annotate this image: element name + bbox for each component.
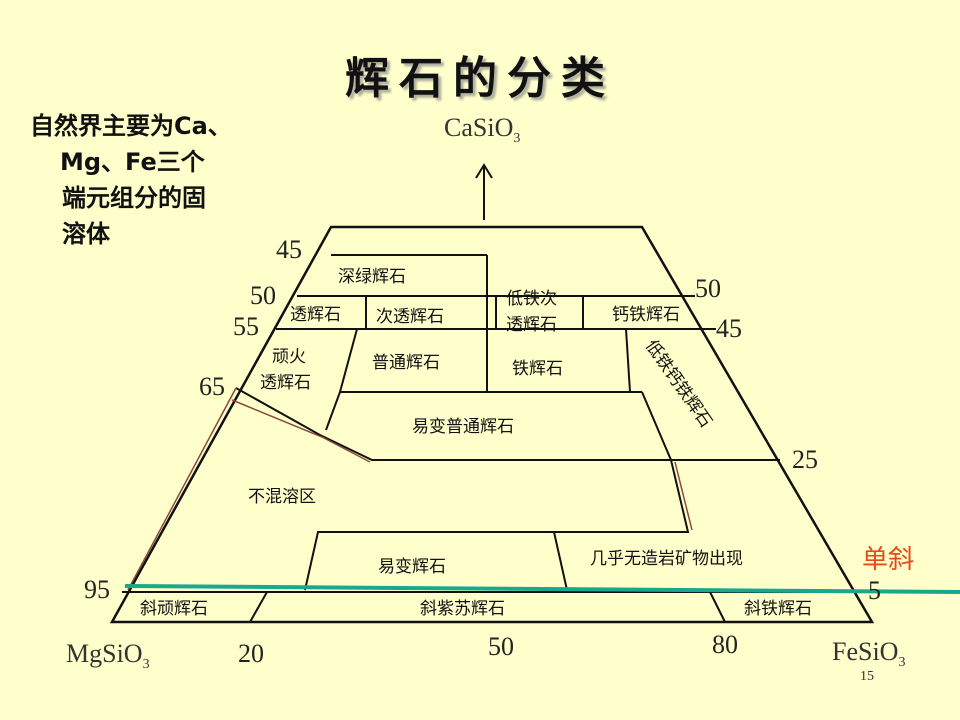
field-label: 铁辉石 bbox=[512, 359, 563, 379]
monoclinic-label: 单斜 bbox=[862, 545, 914, 575]
boundary-line bbox=[304, 459, 690, 591]
field-label: 斜紫苏辉石 bbox=[420, 599, 505, 619]
endmember-formula: CaSiO bbox=[444, 113, 513, 142]
boundary-line bbox=[127, 387, 237, 591]
endmember-casio3: CaSiO3 bbox=[444, 113, 520, 146]
boundary-line bbox=[231, 399, 371, 463]
field-label: 透辉石 bbox=[290, 305, 341, 325]
endmember-fesio3: FeSiO3 bbox=[832, 637, 905, 670]
left-tick-label: 50 bbox=[250, 281, 276, 310]
field-label: 次透辉石 bbox=[376, 307, 444, 327]
note-line: 溶体 bbox=[62, 220, 110, 248]
field-label: 易变普通辉石 bbox=[412, 417, 514, 437]
boundary-line bbox=[709, 591, 726, 623]
field-label: 普通辉石 bbox=[372, 353, 440, 373]
field-label: 易变辉石 bbox=[378, 557, 446, 577]
boundary-line bbox=[674, 461, 693, 531]
field-label: 斜顽辉石 bbox=[140, 599, 208, 619]
endmember-subscript: 3 bbox=[513, 131, 520, 146]
endmember-subscript: 3 bbox=[898, 655, 905, 670]
field-label: 斜铁辉石 bbox=[744, 599, 812, 619]
endmember-formula: MgSiO bbox=[66, 639, 143, 668]
endmember-subscript: 3 bbox=[143, 657, 150, 672]
page-number: 15 bbox=[860, 669, 874, 684]
bottom-tick-label: 20 bbox=[238, 639, 264, 668]
field-label: 深绿辉石 bbox=[338, 267, 406, 287]
right-tick-label: 25 bbox=[792, 445, 818, 474]
right-tick-label: 50 bbox=[695, 274, 721, 303]
note-line: 自然界主要为Ca、 bbox=[30, 112, 232, 140]
note-line: Mg、Fe三个 bbox=[60, 148, 205, 176]
left-tick-label: 55 bbox=[233, 312, 259, 341]
field-label: 低铁次 bbox=[506, 289, 557, 309]
field-label: 几乎无造岩矿物出现 bbox=[590, 549, 743, 569]
boundary-line bbox=[325, 328, 358, 431]
endmember-formula: FeSiO bbox=[832, 637, 898, 666]
field-label: 顽火 bbox=[272, 347, 306, 367]
field-label: 透辉石 bbox=[260, 373, 311, 393]
endmember-mgsio3: MgSiO3 bbox=[66, 639, 150, 672]
monoclinic-line bbox=[124, 584, 960, 594]
note-line: 端元组分的固 bbox=[62, 184, 206, 212]
boundary-line bbox=[235, 387, 671, 461]
left-tick-label: 65 bbox=[199, 372, 225, 401]
left-tick-label: 45 bbox=[276, 235, 302, 264]
field-label: 钙铁辉石 bbox=[612, 305, 680, 325]
field-label: 透辉石 bbox=[506, 315, 557, 335]
field-label: 不混溶区 bbox=[248, 487, 316, 507]
boundary-line bbox=[249, 591, 268, 623]
trapezoid-outline bbox=[109, 225, 875, 624]
right-tick-label: 5 bbox=[868, 576, 881, 605]
bottom-tick-label: 80 bbox=[712, 630, 738, 659]
page-title: 辉石的分类 bbox=[345, 53, 615, 104]
right-tick-label: 45 bbox=[716, 314, 742, 343]
boundary-line bbox=[625, 328, 631, 393]
description-note: 自然界主要为Ca、 Mg、Fe三个 端元组分的固 溶体 bbox=[30, 108, 232, 252]
left-tick-label: 95 bbox=[84, 575, 110, 604]
arrow-head-icon bbox=[475, 163, 493, 179]
bottom-tick-label: 50 bbox=[488, 632, 514, 661]
boundary-line bbox=[553, 531, 568, 591]
